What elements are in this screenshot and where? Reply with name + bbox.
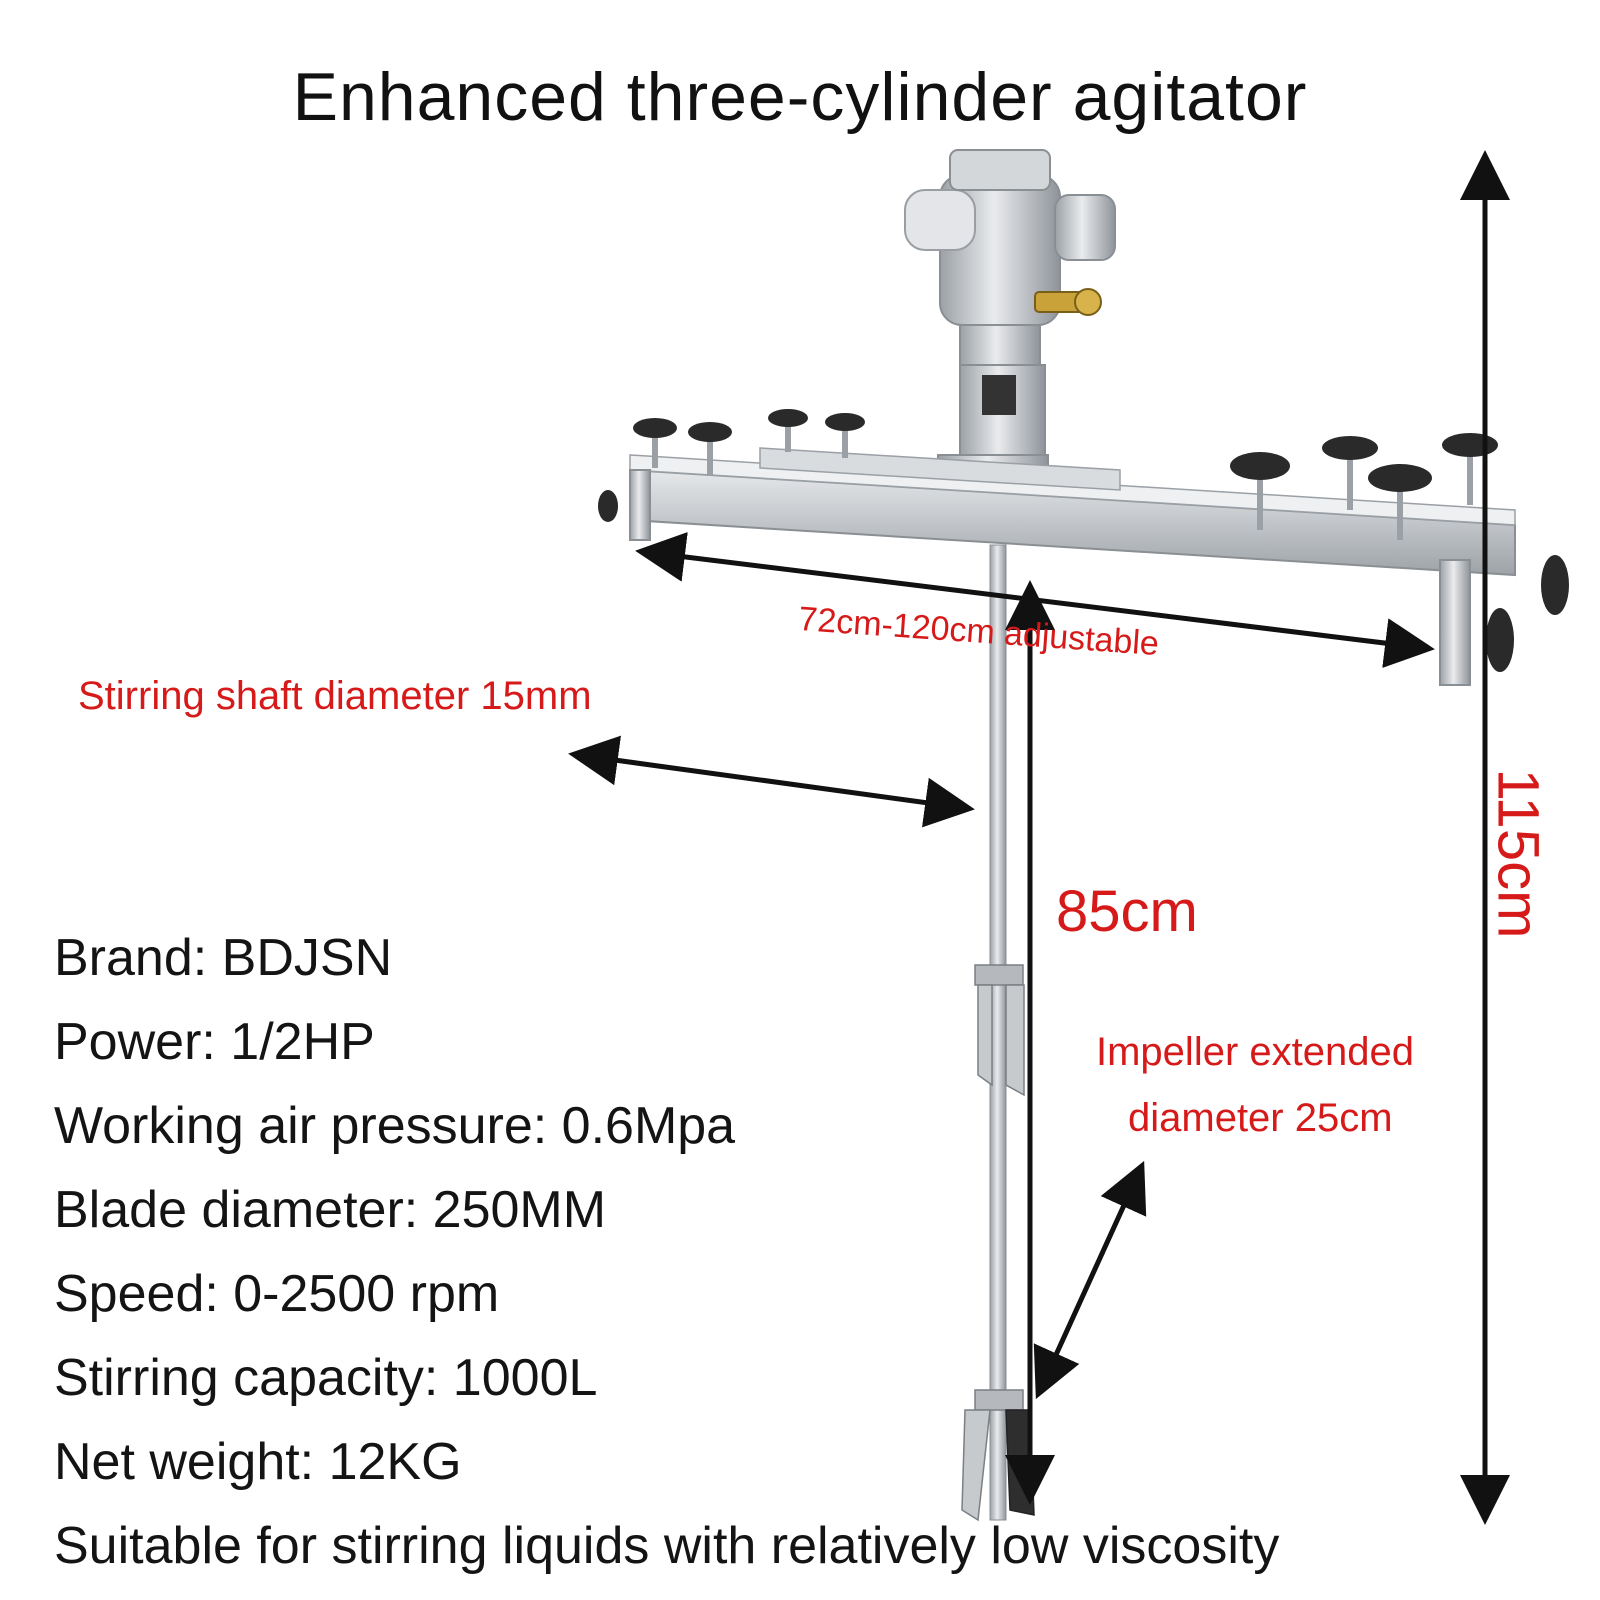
knob-icon <box>633 418 677 468</box>
knob-icon <box>1230 452 1290 530</box>
air-valve-fitting <box>1034 288 1102 316</box>
knob-icon <box>1541 555 1569 615</box>
shaft-diameter-label: Stirring shaft diameter 15mm <box>78 674 592 718</box>
total-height-label: 115cm <box>1485 768 1551 939</box>
impeller-label-line1: Impeller extended <box>1096 1030 1414 1074</box>
knob-icon <box>598 490 618 522</box>
shaft-diameter-arrow <box>568 735 975 828</box>
spec-suitability: Suitable for stirring liquids with relat… <box>54 1517 1280 1575</box>
spec-air-pressure: Working air pressure: 0.6Mpa <box>54 1097 736 1155</box>
shaft-length-label: 85cm <box>1056 879 1198 944</box>
air-motor <box>904 149 1116 486</box>
spec-power: Power: 1/2HP <box>54 1013 375 1071</box>
knob-icon <box>688 422 732 476</box>
impeller-diameter-arrow <box>1033 1160 1147 1400</box>
knob-icon <box>1322 436 1378 510</box>
spec-speed: Speed: 0-2500 rpm <box>54 1265 500 1323</box>
diagram-title: Enhanced three-cylinder agitator <box>292 59 1308 135</box>
spec-brand: Brand: BDJSN <box>54 929 393 987</box>
spec-net-weight: Net weight: 12KG <box>54 1433 462 1491</box>
knob-icon <box>1486 608 1514 672</box>
dimension-arrows <box>568 150 1510 1525</box>
knob-icon <box>1368 464 1432 540</box>
knob-icon <box>1442 433 1498 505</box>
knob-icon <box>825 413 865 458</box>
knob-icon <box>768 409 808 452</box>
spec-blade-diameter: Blade diameter: 250MM <box>54 1181 607 1239</box>
impeller-label-line2: diameter 25cm <box>1128 1096 1393 1140</box>
spec-capacity: Stirring capacity: 1000L <box>54 1349 598 1407</box>
